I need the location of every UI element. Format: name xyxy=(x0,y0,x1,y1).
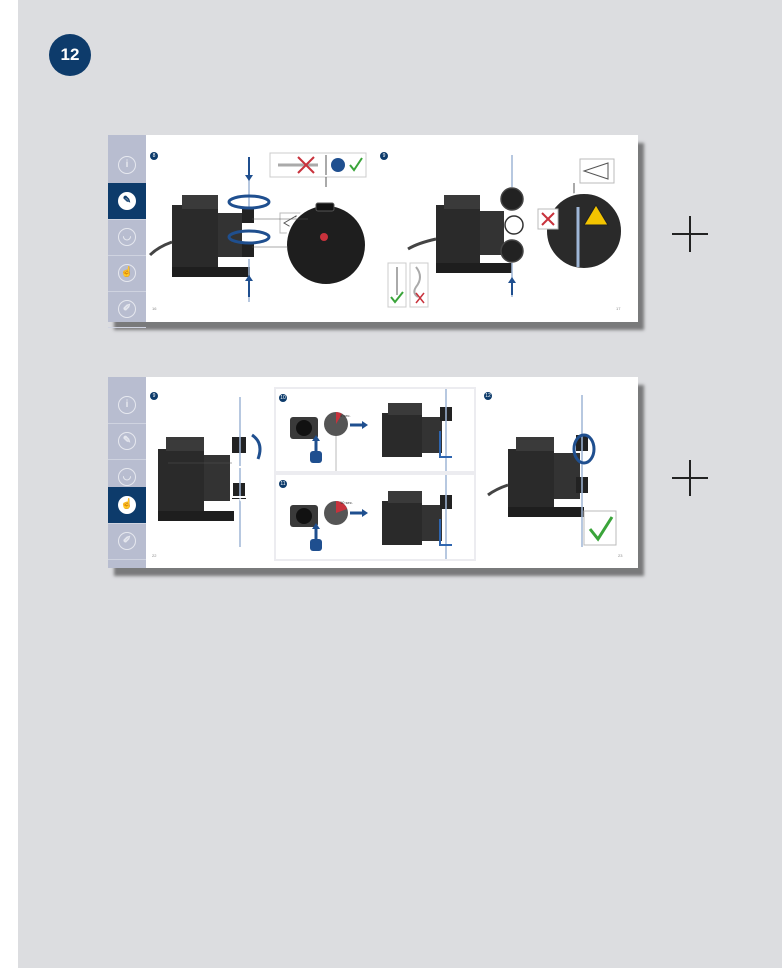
nav-settings: ☝ xyxy=(108,487,146,524)
timer-5-illustration xyxy=(276,389,474,471)
panel-step-9: 9 xyxy=(378,147,628,312)
step-badge: 8 xyxy=(150,152,158,160)
info-icon: i xyxy=(118,396,136,414)
panel-step-12: 12 23 xyxy=(480,387,628,559)
pump-illustration xyxy=(148,147,374,312)
step-badge: 9 xyxy=(380,152,388,160)
nav-maintenance: ✐ xyxy=(108,291,146,328)
pump-done-illustration xyxy=(480,387,628,559)
manual-spread-1: i ✎ ◡ ☝ ✐ 8 xyxy=(108,135,638,322)
panel-step-11: 11 10 sec. xyxy=(276,475,474,559)
manual-spread-2: i ✎ ◡ ☝ ✐ 9 22 10 xyxy=(108,377,638,568)
nav-settings: ☝ xyxy=(108,255,146,292)
step-badge: 10 xyxy=(279,394,287,402)
wrench-icon: ✎ xyxy=(118,192,136,210)
info-icon: i xyxy=(118,156,136,174)
pump-check-illustration xyxy=(378,147,628,312)
wrench-icon: ✎ xyxy=(118,432,136,450)
panel-step-10: 10 5 sec. xyxy=(276,389,474,471)
timer-label-10: 10 sec. xyxy=(340,500,353,505)
leaf-icon: ✐ xyxy=(118,300,136,318)
step-badge: 11 xyxy=(279,480,287,488)
touch-icon: ☝ xyxy=(118,264,136,282)
nav-maintenance: ✐ xyxy=(108,523,146,560)
side-nav: i ✎ ◡ ☝ ✐ xyxy=(108,135,146,322)
step-badge: 12 xyxy=(484,392,492,400)
pump-purge-illustration xyxy=(148,387,272,559)
nav-install: ✎ xyxy=(108,423,146,460)
step-badge: 9 xyxy=(150,392,158,400)
page-number-right: 17 xyxy=(616,306,620,311)
page-number-left: 16 xyxy=(152,306,156,311)
touch-icon: ☝ xyxy=(118,496,136,514)
nav-info: i xyxy=(108,147,146,184)
panel-steps-10-11: 10 5 sec. 11 xyxy=(274,387,476,561)
nav-operate: ◡ xyxy=(108,219,146,256)
page-number-left: 22 xyxy=(152,553,156,558)
plus-icon xyxy=(672,460,708,496)
panel-step-9b: 9 22 xyxy=(148,387,272,559)
page-number-badge: 12 xyxy=(49,34,91,76)
hand-icon: ◡ xyxy=(118,468,136,486)
nav-info: i xyxy=(108,387,146,424)
side-nav: i ✎ ◡ ☝ ✐ xyxy=(108,377,146,568)
leaf-icon: ✐ xyxy=(118,532,136,550)
timer-10-illustration xyxy=(276,475,474,559)
page-number-right: 23 xyxy=(618,553,622,558)
plus-icon xyxy=(672,216,708,252)
panel-step-8: 8 xyxy=(148,147,374,312)
nav-install: ✎ xyxy=(108,183,146,220)
timer-label-5: 5 sec. xyxy=(340,413,351,418)
hand-icon: ◡ xyxy=(118,228,136,246)
